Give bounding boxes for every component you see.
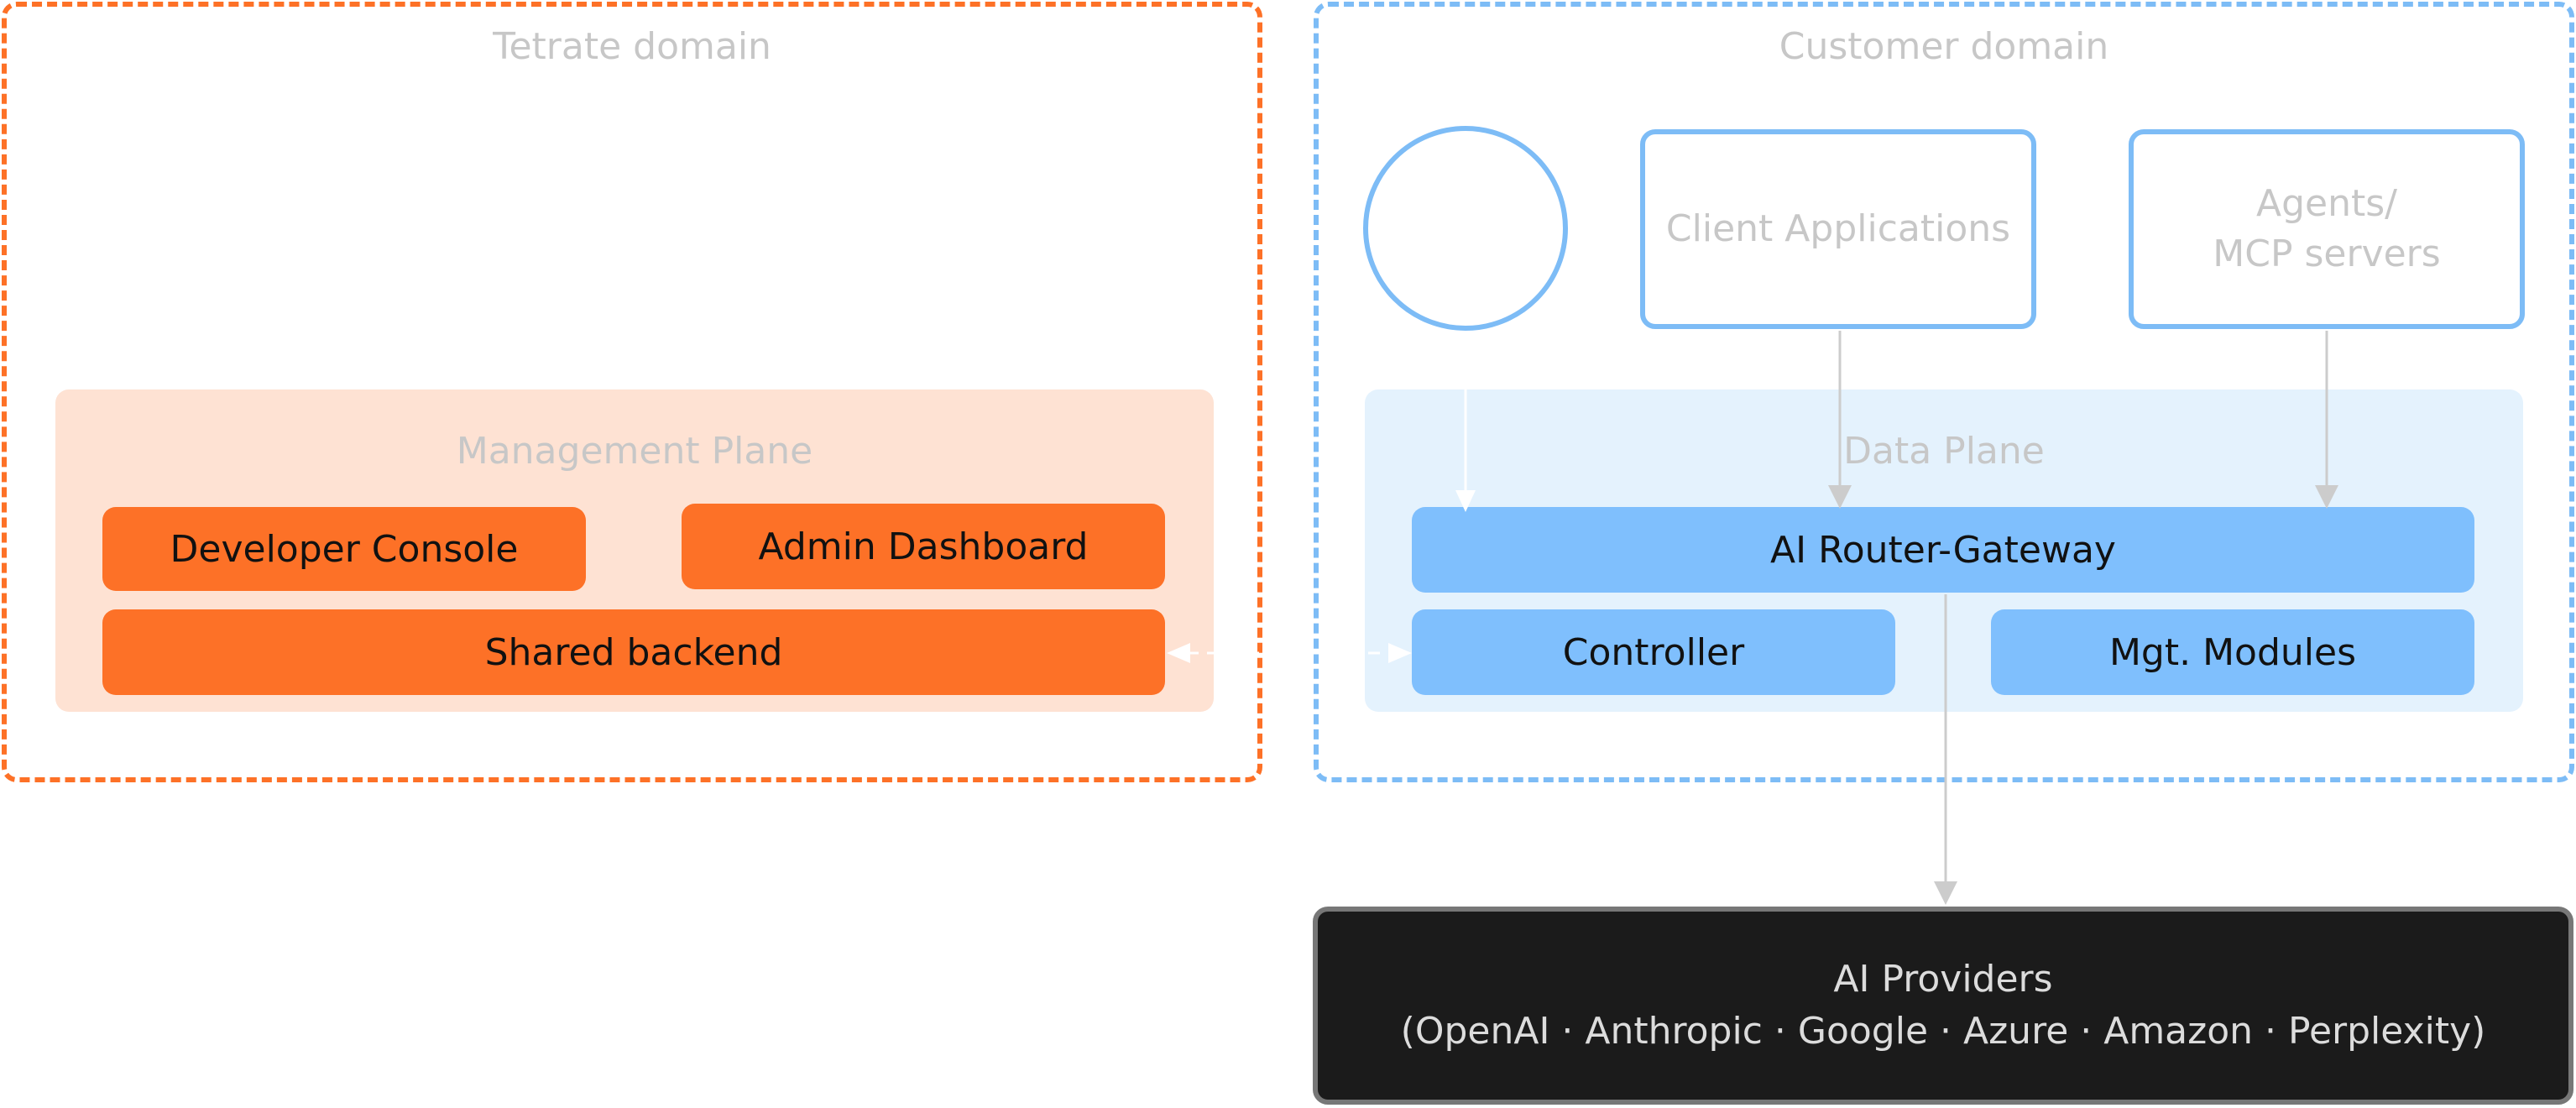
ai-providers-title: AI Providers [1833, 958, 2053, 1001]
agents-label-line1: Agents/ [2256, 182, 2397, 225]
mgt-modules-box: Mgt. Modules [1991, 609, 2474, 695]
management-plane-label: Management Plane [456, 430, 813, 473]
arrow-controller-head [1388, 643, 1412, 663]
ai-providers-list: (OpenAI · Anthropic · Google · Azure · A… [1400, 1010, 2486, 1053]
controller-box: Controller [1412, 609, 1895, 695]
customer-domain-label: Customer domain [1779, 25, 2109, 68]
tetrate-domain-label: Tetrate domain [493, 25, 771, 68]
user-circle [1363, 126, 1568, 331]
arrow-user-to-router-head [1455, 490, 1476, 512]
data-plane-label: Data Plane [1843, 430, 2045, 473]
agents-label-line2: MCP servers [2213, 233, 2441, 275]
shared-backend-box: Shared backend [102, 609, 1165, 695]
tetrate-domain: Tetrate domain [2, 2, 1262, 782]
arrow-backend-head [1167, 643, 1190, 663]
ai-router-gateway-box: AI Router-Gateway [1412, 507, 2474, 593]
arrow-clients-to-router-head [1828, 485, 1852, 509]
customer-domain: Customer domain [1314, 2, 2574, 782]
agents-mcp-box: Agents/ MCP servers [2129, 129, 2525, 329]
client-applications-box: Client Applications [1640, 129, 2036, 329]
arrow-agents-to-router-head [2315, 485, 2338, 509]
admin-dashboard-box: Admin Dashboard [682, 504, 1165, 589]
ai-providers-box: AI Providers (OpenAI · Anthropic · Googl… [1313, 907, 2573, 1105]
arrow-router-to-providers-head [1934, 881, 1957, 905]
developer-console-box: Developer Console [102, 507, 586, 591]
